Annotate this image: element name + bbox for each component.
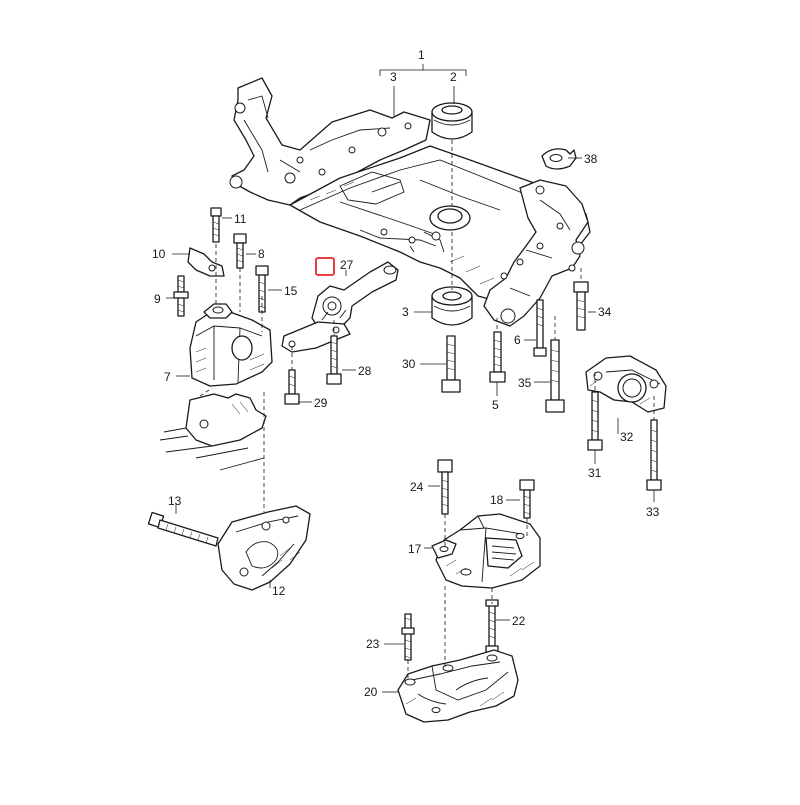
callout-35: 35 <box>518 376 532 390</box>
gearbox-mount <box>431 513 541 589</box>
callout-22: 22 <box>512 614 526 628</box>
stud-22 <box>485 599 499 653</box>
callout-1: 1 <box>418 48 425 62</box>
callout-6: 6 <box>514 333 521 347</box>
bolt-24 <box>437 459 453 515</box>
mount-base <box>397 649 519 723</box>
callout-33: 33 <box>646 505 660 519</box>
bolt-28 <box>326 335 342 385</box>
leader-lines <box>166 64 655 693</box>
callout-32: 32 <box>620 430 634 444</box>
rubber-bush-lower <box>431 286 473 326</box>
engine-block-fragment <box>159 393 267 471</box>
bolt-11 <box>210 207 222 243</box>
callout-13: 13 <box>168 494 182 508</box>
callout-3-bottom: 3 <box>402 305 409 319</box>
bolt-29 <box>284 369 300 405</box>
callout-30: 30 <box>402 357 416 371</box>
bracket-32 <box>585 355 667 413</box>
callout-34: 34 <box>598 305 612 319</box>
callout-15: 15 <box>284 284 298 298</box>
bolt-34 <box>573 281 589 331</box>
callout-17: 17 <box>408 542 422 556</box>
bolt-31 <box>587 391 603 451</box>
bolt-15 <box>255 265 269 313</box>
stud-23 <box>401 613 415 661</box>
callout-11: 11 <box>234 212 247 226</box>
bolt-8 <box>233 233 247 269</box>
bolt-6 <box>533 299 547 357</box>
callout-28: 28 <box>358 364 372 378</box>
highlight-box <box>315 257 335 276</box>
bolt-18 <box>519 479 535 519</box>
callout-5: 5 <box>492 398 499 412</box>
callout-18: 18 <box>490 493 504 507</box>
bracket-10 <box>187 247 225 277</box>
callout-2: 2 <box>450 70 457 84</box>
callout-31: 31 <box>588 466 602 480</box>
bolt-13 <box>147 511 219 547</box>
stud-9 <box>173 275 189 317</box>
bracket-12 <box>217 505 311 591</box>
callout-38: 38 <box>584 152 598 166</box>
callout-10: 10 <box>152 247 166 261</box>
bolt-5 <box>489 331 506 383</box>
callout-20: 20 <box>364 685 378 699</box>
rubber-bush-upper <box>431 102 473 140</box>
circlip <box>541 148 577 170</box>
engine-mount <box>189 303 273 387</box>
callout-12: 12 <box>272 584 286 598</box>
callout-9: 9 <box>154 292 161 306</box>
callout-27: 27 <box>340 258 354 272</box>
callout-29: 29 <box>314 396 328 410</box>
bolt-30 <box>441 335 461 393</box>
pendulum-support <box>281 261 399 353</box>
alignment-lines <box>199 140 655 680</box>
subframe <box>229 77 591 327</box>
callout-3-top: 3 <box>390 70 397 84</box>
bolt-33 <box>646 419 662 491</box>
bolt-35 <box>545 339 565 413</box>
callout-7: 7 <box>164 370 171 384</box>
callout-8: 8 <box>258 247 265 261</box>
callout-24: 24 <box>410 480 424 494</box>
callout-23: 23 <box>366 637 380 651</box>
